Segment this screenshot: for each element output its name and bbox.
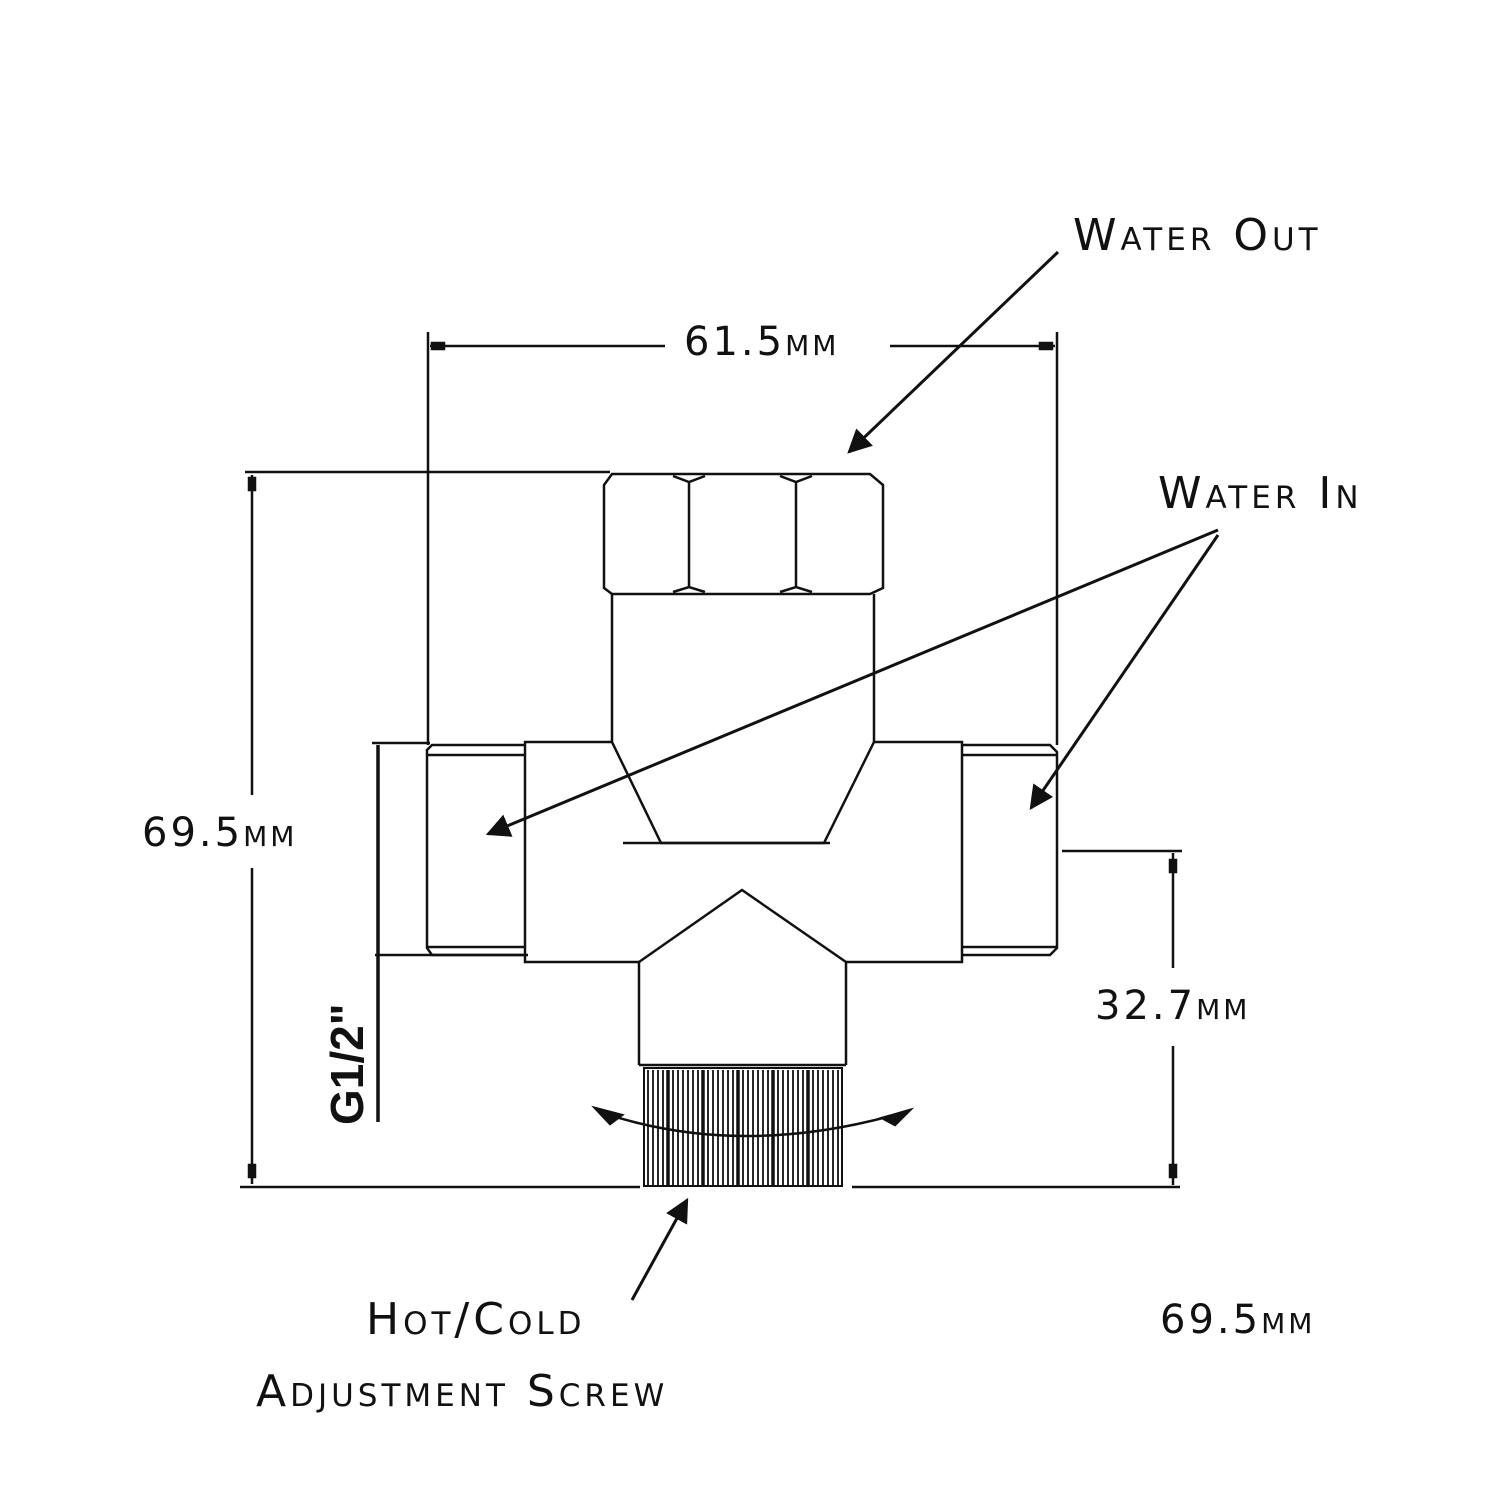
adjust-screw-arrow <box>630 1197 689 1301</box>
water-in-left-arrow <box>485 528 1219 837</box>
right-dimension-line <box>1062 849 1182 1185</box>
water-in-right-arrow <box>1029 534 1220 810</box>
water-out-arrow <box>847 250 1060 454</box>
right-dimension-label: 32.7mm <box>1095 983 1251 1029</box>
thread-size-label: G1/2" <box>321 1003 373 1125</box>
lower-stem <box>637 962 848 1067</box>
adjust-screw-label-line2: Adjustment Screw <box>256 1366 669 1417</box>
thread-dimension-line <box>372 741 528 1122</box>
width-dimension-line <box>426 332 1059 745</box>
height-dimension-label: 69.5mm <box>142 810 298 856</box>
adjust-screw-label-line1: Hot/Cold <box>366 1294 586 1345</box>
water-in-label: Water In <box>1158 468 1363 519</box>
bottom-right-dimension-label: 69.5mm <box>1160 1297 1316 1343</box>
knurled-screw <box>643 1067 843 1187</box>
central-body <box>523 740 964 964</box>
rotation-arrow <box>591 1105 915 1138</box>
upper-body <box>610 594 876 845</box>
width-dimension-label: 61.5mm <box>684 319 840 365</box>
height-dimension-line <box>240 470 1180 1189</box>
left-inlet <box>425 743 525 957</box>
hex-nut <box>602 472 885 596</box>
right-inlet <box>962 743 1059 957</box>
water-out-label: Water Out <box>1073 210 1322 261</box>
